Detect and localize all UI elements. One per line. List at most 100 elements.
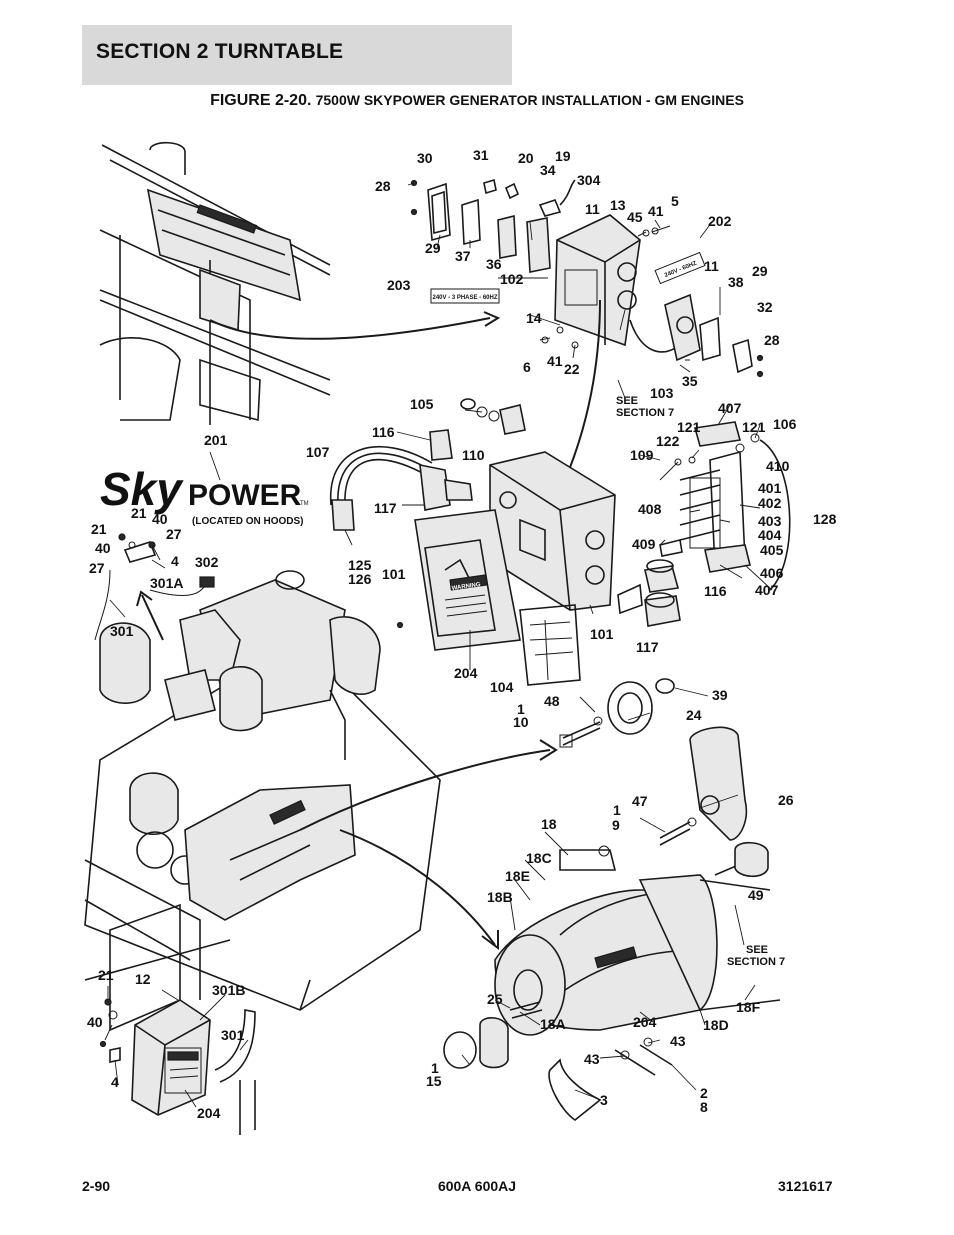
figure-name: 7500W SKYPOWER GENERATOR INSTALLATION - … [315,92,744,108]
generator-18 [443,841,781,1121]
arrow-to-bearing [299,749,551,831]
callout: 11 [704,258,719,274]
callouts: 30 31 20 19 28 34 304 11 13 45 41 5 202 … [87,147,837,1121]
callout: 28 [375,178,391,194]
callout: 109 [630,447,654,463]
callout: 402 [758,495,782,511]
callout: 101 [590,626,614,642]
callout: 117 [374,500,397,516]
callout: 201 [204,432,228,448]
callout: 3 [600,1092,608,1108]
callout: 25 [487,991,503,1007]
callout: 19 [555,148,571,164]
callout: 9 [612,817,620,833]
bearing-hub [559,678,675,748]
callout: 103 [650,385,674,401]
callout: 21 [131,505,147,521]
callout: 21 [98,967,114,983]
control-box-13: 240V - 3 PHASE - 60HZ 240V - 60HZ [410,178,764,378]
platform-console [99,141,331,425]
callout: 18A [540,1016,566,1032]
callout: 43 [670,1033,686,1049]
belt-tensioner [659,726,748,846]
cable-glands [617,559,681,627]
section-title: SECTION 2 TURNTABLE [96,40,344,63]
callout: 20 [518,150,534,166]
callout: 116 [372,424,395,440]
callout: 202 [708,213,732,229]
callout: 18B [487,889,513,905]
callout: 14 [526,310,542,326]
callout: 18F [736,999,761,1015]
footer-page-number: 2-90 [82,1178,111,1194]
callout: 6 [523,359,531,375]
terminal-block-128 [659,421,791,591]
callout: 302 [195,554,219,570]
callout: 22 [564,361,580,377]
callout: 49 [748,887,764,903]
callout: 45 [627,209,643,225]
callout: 403 [758,513,782,529]
figure-number: FIGURE 2-20. [210,92,312,109]
svg-text:TM: TM [300,501,309,507]
callout: 4 [111,1074,119,1090]
callout: 301A [150,575,183,591]
callout: 31 [473,147,489,163]
callout: 404 [758,527,782,543]
callout: 34 [540,162,556,178]
junction-box-101: WARNING [396,451,616,686]
callout: 18E [505,868,530,884]
callout: 18 [541,816,557,832]
arrow-to-control-box [209,317,491,340]
callout: 204 [197,1105,221,1121]
callout: 38 [728,274,744,290]
leader-lines [104,182,773,1108]
logo-sky: Sky [100,463,184,515]
callout: 405 [760,542,784,558]
callout: 304 [577,172,601,188]
callout: 11 [585,201,600,217]
callout: 27 [89,560,105,576]
callout: 204 [454,665,478,681]
callout: 13 [610,197,626,213]
decal-202-text: 240V - 60HZ [664,261,698,279]
callout: 116 [704,583,727,599]
callout: 102 [500,271,524,287]
callout: 105 [410,396,434,412]
callout: 117 [636,639,659,655]
wiring-decal-104 [519,604,581,686]
callout: 125 [348,557,372,573]
arrow-to-junction-box [564,299,601,481]
callout: 106 [773,416,797,432]
logo-power: POWER [188,479,302,512]
arrow-to-generator [339,829,496,946]
decal-203-text: 240V - 3 PHASE - 60HZ [432,295,497,301]
callout: 32 [757,299,773,315]
callout: 406 [760,565,784,581]
callout: 29 [752,263,768,279]
callout: 26 [778,792,794,808]
callout: 12 [135,971,151,987]
callout: 40 [87,1014,103,1030]
callout: 10 [513,714,529,730]
callout: 121 [677,419,701,435]
callout: 18C [526,850,552,866]
callout: 8 [700,1099,708,1115]
callout: 24 [686,707,702,723]
callout: 37 [455,248,471,264]
callout: 104 [490,679,514,695]
callout: 30 [417,150,433,166]
callout: 301 [221,1027,245,1043]
callout: 21 [91,521,107,537]
skypower-logo: Sky POWER TM (LOCATED ON HOODS) [100,463,309,527]
callout: 409 [632,536,656,552]
callout: 203 [387,277,411,293]
callout: 407 [718,400,742,416]
hood-hardware [94,533,215,641]
callout: 410 [766,458,790,474]
callout: 1 [613,802,621,818]
callout: 28 [764,332,780,348]
callout: 1 [431,1060,439,1076]
